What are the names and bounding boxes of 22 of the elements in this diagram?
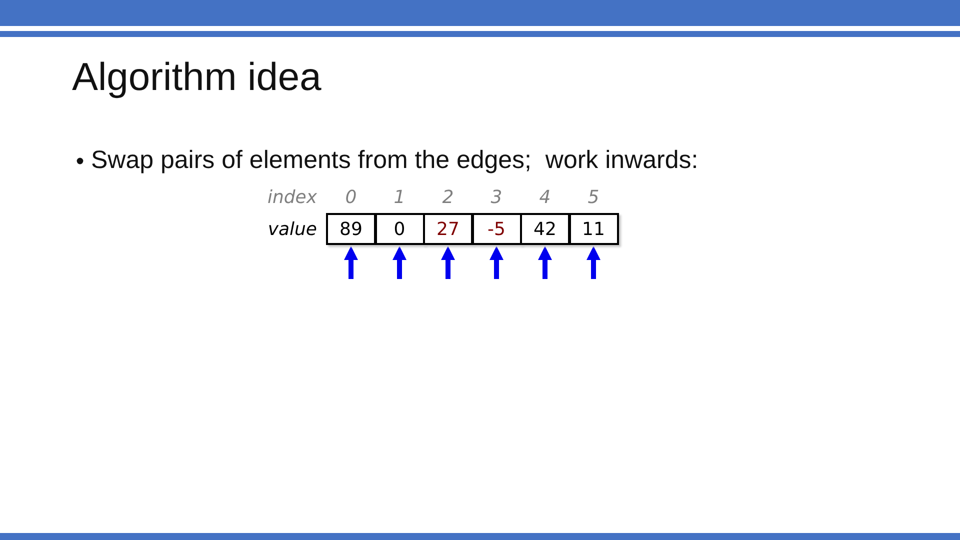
arrow bbox=[490, 246, 504, 279]
array-cell: 11 bbox=[568, 213, 618, 245]
bullet-text: Swap pairs of elements from the edges; work inwards: bbox=[91, 145, 698, 175]
slide-title: Algorithm idea bbox=[72, 55, 322, 101]
arrow bbox=[586, 246, 600, 279]
index-number: 4 bbox=[539, 187, 551, 209]
arrow bbox=[344, 246, 358, 279]
arrow bbox=[441, 246, 455, 279]
index-number: 1 bbox=[394, 187, 406, 209]
index-number: 5 bbox=[588, 187, 600, 209]
array-cell: 42 bbox=[520, 213, 570, 245]
arrow bbox=[538, 246, 552, 279]
index-number: 0 bbox=[345, 187, 357, 209]
row-label: value bbox=[268, 219, 317, 241]
index-number: 2 bbox=[442, 187, 454, 209]
array-cell: 89 bbox=[326, 213, 376, 245]
arrow bbox=[392, 246, 406, 279]
array-cell: -5 bbox=[472, 213, 522, 245]
row-label: index bbox=[267, 187, 317, 209]
array-cell: 0 bbox=[374, 213, 424, 245]
index-number: 3 bbox=[490, 187, 502, 209]
array-cell: 27 bbox=[423, 213, 473, 245]
